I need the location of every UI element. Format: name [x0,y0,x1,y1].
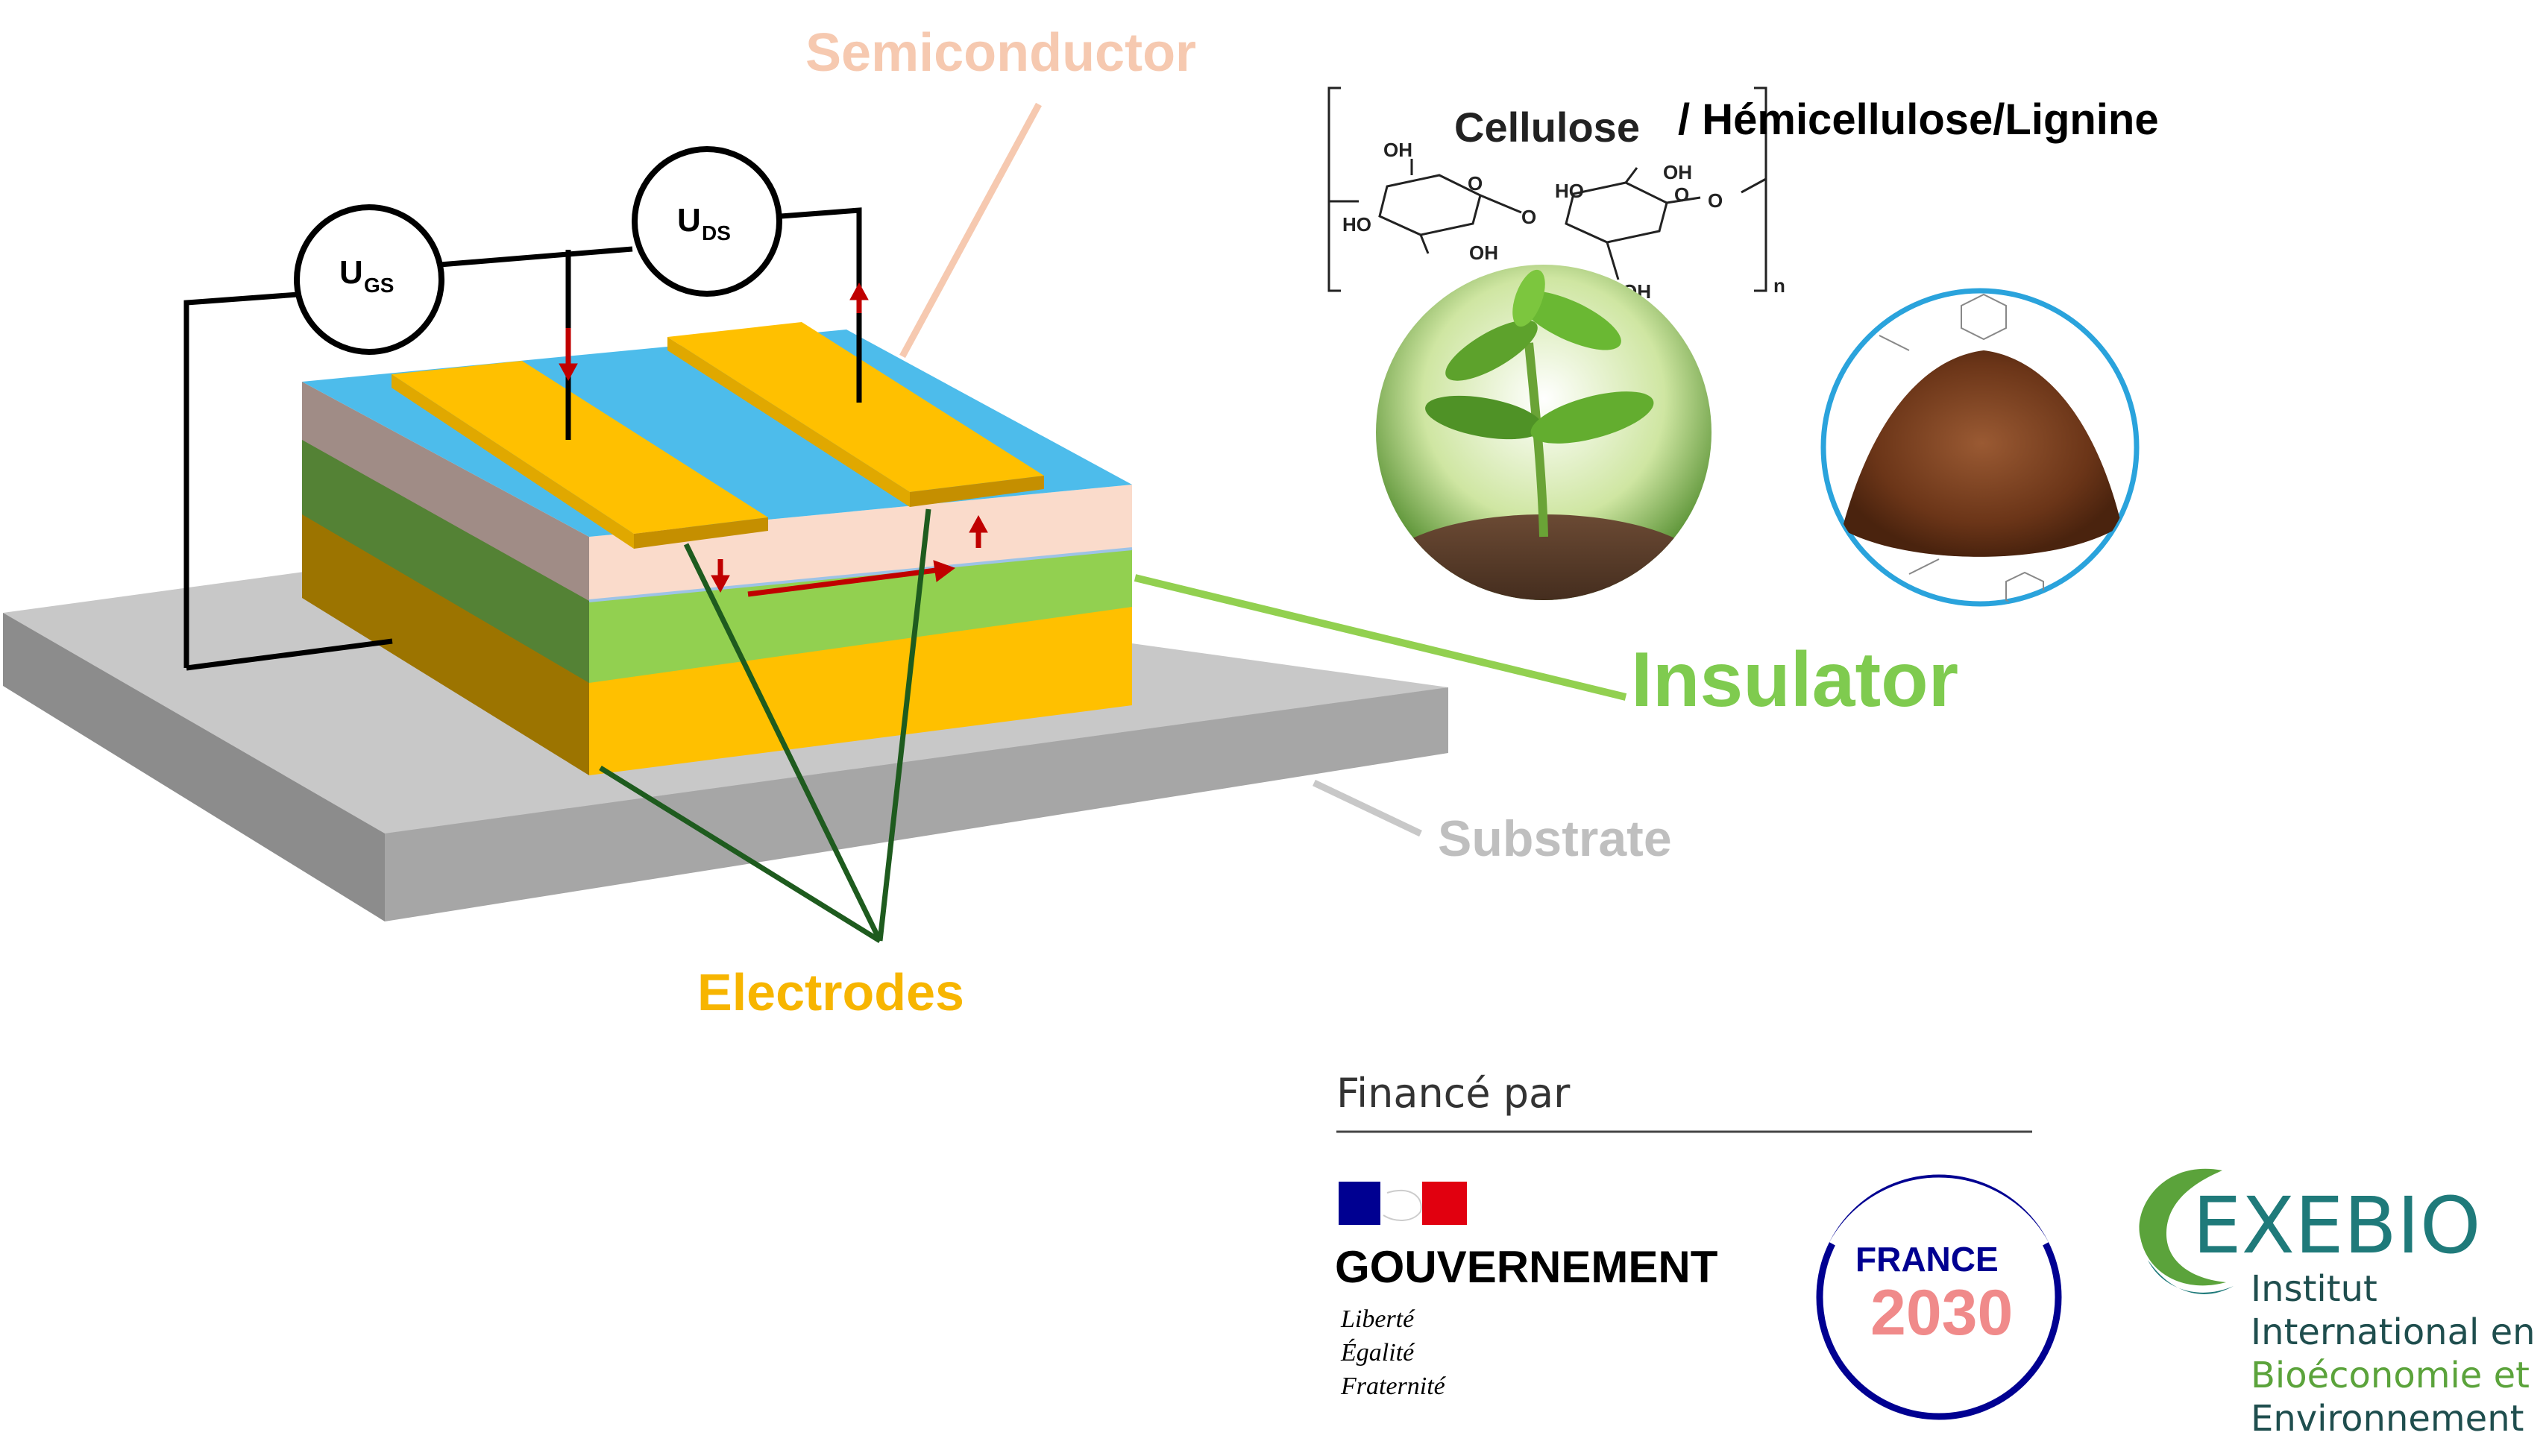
france-label: FRANCE [1855,1240,1999,1279]
svg-text:OH: OH [1469,242,1498,264]
svg-text:HO: HO [1555,180,1584,202]
insulator-label: Insulator [1631,637,1958,723]
france-2030-logo: FRANCE 2030 [1816,1174,2062,1420]
gouvernement-label: GOUVERNEMENT [1335,1242,1717,1292]
gate-electrode-left [302,513,589,775]
motto-liberte: Liberté [1340,1305,1415,1333]
substrate-front-face [385,687,1448,921]
funding-heading: Financé par [1336,1070,1571,1117]
ugs-label: U [339,254,363,291]
svg-text:O: O [1708,189,1723,212]
exebio-label: EXEBIO [2193,1180,2481,1271]
exebio-logo: EXEBIO Institut International en Bioécon… [2139,1168,2536,1440]
electrodes-leaders [599,508,931,943]
uds-label: U [677,202,701,239]
svg-text:OH: OH [1663,161,1692,183]
cellulose-label: Cellulose [1454,104,1640,151]
source-electrode [392,361,768,549]
svg-text:O: O [1521,206,1536,228]
exebio-line-2: International en [2251,1311,2536,1353]
ugs-subscript: GS [364,274,394,297]
substrate-leader [1313,779,1422,837]
semiconductor-leader [899,102,1042,359]
insulator-leader [1134,574,1627,701]
insulator-left [302,438,589,683]
svg-text:O: O [1674,183,1689,206]
exebio-line-3: Bioéconomie et [2251,1355,2530,1396]
exebio-line-1: Institut [2251,1268,2377,1310]
uds-meter: U DS [632,146,782,297]
semiconductor-left [302,382,589,601]
svg-text:n: n [1773,274,1785,297]
hemicellulose-lignine-label: / Hémicellulose/Lignine [1678,95,2159,144]
motto-egalite: Égalité [1340,1339,1415,1367]
svg-text:HO: HO [1342,213,1371,236]
svg-text:OH: OH [1383,139,1412,161]
svg-text:O: O [1468,172,1483,195]
current-arrows [559,282,988,597]
blue-interface-line [588,547,1133,602]
motto-fraternite: Fraternité [1340,1373,1447,1400]
uds-subscript: DS [702,221,731,245]
insulator-front [589,547,1132,683]
substrate-label: Substrate [1438,810,1672,867]
drain-electrode [667,322,1044,507]
plant-photo-icon [1376,265,1712,600]
year-label: 2030 [1870,1277,2013,1349]
semiconductor-label: Semiconductor [805,23,1196,83]
ugs-meter: U GS [294,204,444,355]
electrodes-label: Electrodes [697,963,964,1021]
gate-electrode-front [589,605,1132,775]
exebio-line-4: Environnement [2251,1398,2524,1440]
substrate-left-face [3,613,385,921]
semiconductor-front [589,485,1132,601]
marianne-flag-icon [1339,1182,1467,1225]
lignin-powder-icon [1820,288,2140,607]
cellulose-structure [1327,86,1767,292]
